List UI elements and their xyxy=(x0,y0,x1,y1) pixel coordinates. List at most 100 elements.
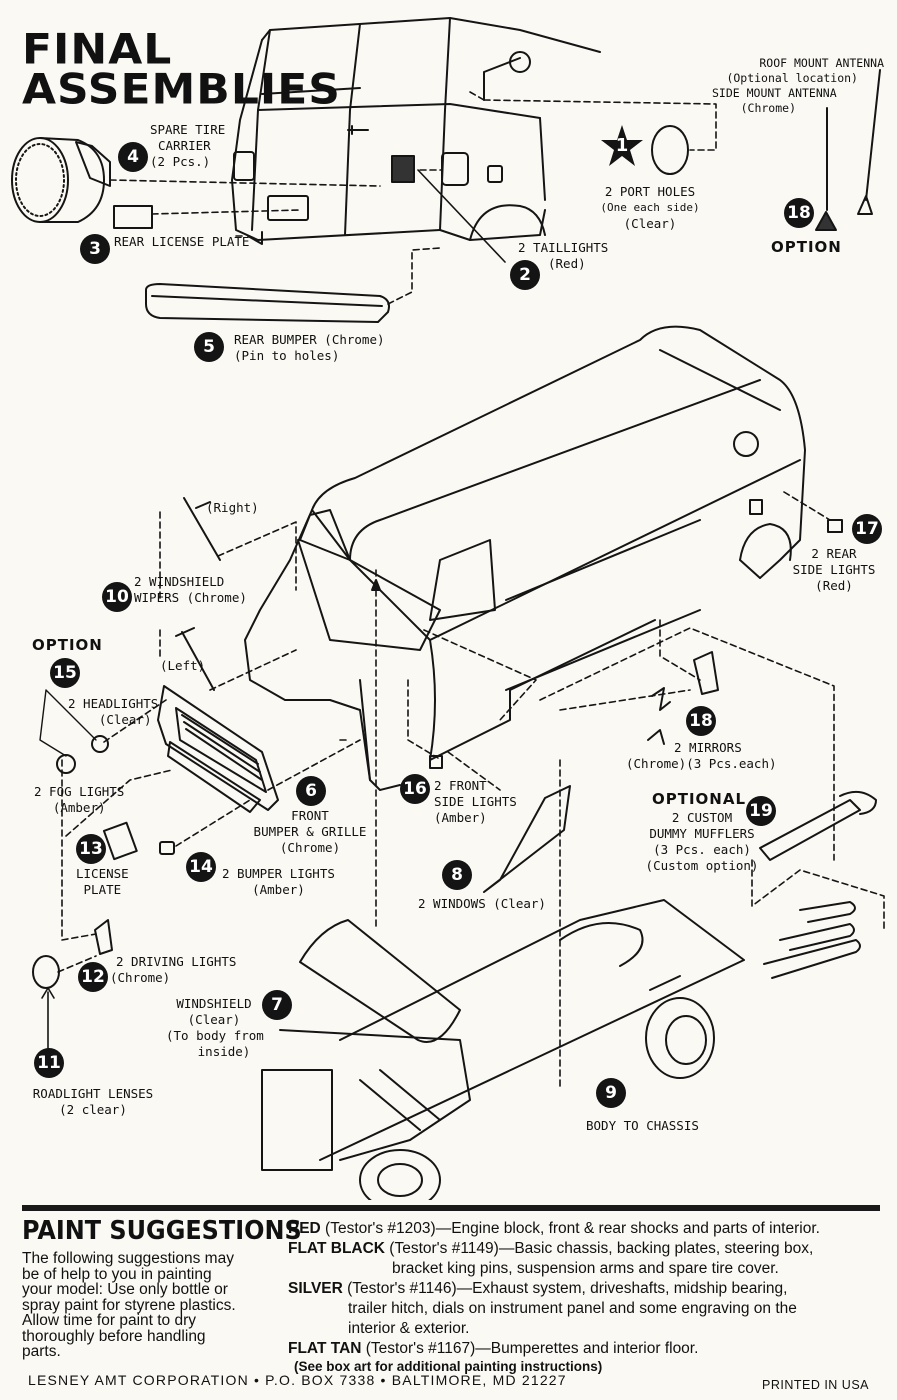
part-label-11: ROADLIGHT LENSES (2 clear) xyxy=(32,1086,154,1118)
spare-tire-qty: (2 Pcs.) xyxy=(150,154,211,169)
part-badge-9: 9 xyxy=(596,1078,626,1108)
paint-item-flat-tan: FLAT TAN (Testor's #1167)—Bumperettes an… xyxy=(288,1339,883,1359)
rear-side-lights-label: 2 REAR xyxy=(811,546,857,561)
taillights-sub: (Red) xyxy=(548,256,586,271)
part-label-16: 2 FRONT SIDE LIGHTS (Amber) xyxy=(434,778,517,826)
rear-bumper-drawing xyxy=(145,283,390,323)
mufflers-sub: DUMMY MUFFLERS xyxy=(649,826,755,841)
paint-code: (Testor's #1203) xyxy=(320,1220,436,1237)
rear-bumper-label: REAR BUMPER (Chrome) xyxy=(234,332,385,347)
page-title: FINAL ASSEMBLIES xyxy=(22,25,341,114)
wiper-left-part xyxy=(175,627,215,691)
side-antenna-sub: (Chrome) xyxy=(740,101,796,115)
paint-usage-cont: trailer hitch, dials on instrument panel… xyxy=(348,1300,797,1317)
license-plate-part xyxy=(113,205,153,229)
paint-code: (Testor's #1167) xyxy=(361,1340,476,1357)
part-label-2: 2 TAILLIGHTS (Red) xyxy=(518,240,608,272)
part-label-9: BODY TO CHASSIS xyxy=(586,1118,699,1133)
part-badge-16: 16 xyxy=(400,774,430,804)
star-icon xyxy=(601,125,643,166)
spare-tire-label: SPARE TIRE xyxy=(150,122,226,137)
driving-light-part xyxy=(94,919,113,955)
part-star-1: 1 xyxy=(600,124,644,168)
roadlight-lens-part xyxy=(32,955,60,989)
paint-color-name: RED xyxy=(288,1220,321,1237)
headlight-leader xyxy=(39,689,97,757)
part-badge-18a: 18 xyxy=(784,198,814,228)
taillights-label: 2 TAILLIGHTS xyxy=(518,240,609,255)
part-label-15-fog: 2 FOG LIGHTS (Amber) xyxy=(34,784,124,816)
option-15-label: OPTION xyxy=(32,636,103,654)
roadlight-lenses-sub: (2 clear) xyxy=(59,1102,127,1117)
paint-usage-cont-2: interior & exterior. xyxy=(348,1320,470,1337)
windshield-note: (To body from xyxy=(166,1028,264,1043)
front-side-lights-amber: (Amber) xyxy=(434,810,487,825)
paint-color-name: FLAT BLACK xyxy=(288,1240,385,1257)
port-hole-part xyxy=(651,125,689,175)
roof-antenna-sub: (Optional location) xyxy=(726,71,858,85)
headlights-label: 2 HEADLIGHTS xyxy=(68,696,159,711)
part-label-1: 2 PORT HOLES (One each side) (Clear) xyxy=(600,184,700,232)
part-badge-3: 3 xyxy=(80,234,110,264)
footer-company: LESNEY AMT CORPORATION • P.O. BOX 7338 •… xyxy=(28,1372,567,1388)
rear-van-drawing xyxy=(231,17,601,245)
section-divider xyxy=(22,1205,880,1211)
antenna-drawing xyxy=(815,69,881,231)
driving-lights-sub: (Chrome) xyxy=(110,970,171,985)
mirrors-label: 2 MIRRORS xyxy=(674,740,742,755)
roof-antenna-label: ROOF MOUNT ANTENNA xyxy=(759,56,884,70)
option-18-label: OPTION xyxy=(771,238,842,256)
paint-usage-cont: bracket king pins, suspension arms and s… xyxy=(392,1260,779,1277)
part-label-19: 2 CUSTOM DUMMY MUFFLERS (3 Pcs. each) (C… xyxy=(640,810,764,874)
title-line-1: FINAL xyxy=(22,25,173,74)
part-label-6: FRONT BUMPER & GRILLE (Chrome) xyxy=(252,808,368,856)
part-badge-7: 7 xyxy=(262,990,292,1020)
spare-tire-sub: CARRIER xyxy=(158,138,211,153)
part-badge-13: 13 xyxy=(76,834,106,864)
paint-color-name: FLAT TAN xyxy=(288,1340,362,1357)
mufflers-qty: (3 Pcs. each) xyxy=(653,842,751,857)
part-label-17: 2 REAR SIDE LIGHTS (Red) xyxy=(790,546,878,594)
paint-item-red: RED (Testor's #1203)—Engine block, front… xyxy=(288,1219,883,1239)
part-label-4: SPARE TIRE CARRIER (2 Pcs.) xyxy=(150,122,225,170)
paint-usage: —Exhaust system, driveshafts, midship be… xyxy=(456,1280,788,1297)
paint-intro-text: The following suggestions may be of help… xyxy=(22,1250,236,1360)
paint-code: (Testor's #1146) xyxy=(342,1280,457,1297)
grille-drawing xyxy=(157,685,279,813)
part-badge-18b: 18 xyxy=(686,706,716,736)
part-badge-8: 8 xyxy=(442,860,472,890)
title-line-2: ASSEMBLIES xyxy=(22,65,341,114)
part-number-1: 1 xyxy=(615,135,629,156)
part-badge-14: 14 xyxy=(186,852,216,882)
leader-lines-top xyxy=(109,91,717,305)
rear-bumper-sub: (Pin to holes) xyxy=(234,348,340,363)
fog-lights-sub: (Amber) xyxy=(52,800,106,815)
part-label-5: REAR BUMPER (Chrome) (Pin to holes) xyxy=(234,332,385,364)
paint-suggestions-title: PAINT SUGGESTIONS xyxy=(22,1216,302,1246)
part-badge-19: 19 xyxy=(746,796,776,826)
part-label-18a: ROOF MOUNT ANTENNA (Optional location) S… xyxy=(712,56,884,116)
footer-printed: PRINTED IN USA xyxy=(762,1378,870,1392)
main-van-body-drawing xyxy=(244,325,806,791)
paint-item-flat-black: FLAT BLACK (Testor's #1149)—Basic chassi… xyxy=(288,1239,883,1279)
bumper-lights-label: 2 BUMPER LIGHTS xyxy=(222,866,335,881)
bumper-lights-sub: (Amber) xyxy=(252,882,305,897)
wiper-right-label: (Right) xyxy=(206,500,259,515)
paint-usage: —Basic chassis, backing plates, steering… xyxy=(498,1240,814,1257)
mirror-drawing xyxy=(647,651,719,745)
rear-side-lights-red: (Red) xyxy=(815,578,853,593)
arrow-up xyxy=(371,579,381,591)
front-bumper-sub: BUMPER & GRILLE xyxy=(253,824,367,839)
part-badge-10: 10 xyxy=(102,582,132,612)
wipers-sub: WIPERS (Chrome) xyxy=(134,590,247,605)
part-label-10: 2 WINDSHIELD WIPERS (Chrome) xyxy=(134,574,247,606)
spare-tire-drawing xyxy=(11,137,111,223)
wiper-right-part xyxy=(183,497,221,561)
paint-item-silver: SILVER (Testor's #1146)—Exhaust system, … xyxy=(288,1279,883,1339)
paint-color-name: SILVER xyxy=(288,1280,343,1297)
license-label: LICENSE xyxy=(76,866,129,881)
bumper-light-part xyxy=(159,841,175,855)
taillight-leader xyxy=(417,169,506,263)
part-badge-6: 6 xyxy=(296,776,326,806)
part-label-12: 2 DRIVING LIGHTS (Chrome) xyxy=(110,954,236,986)
